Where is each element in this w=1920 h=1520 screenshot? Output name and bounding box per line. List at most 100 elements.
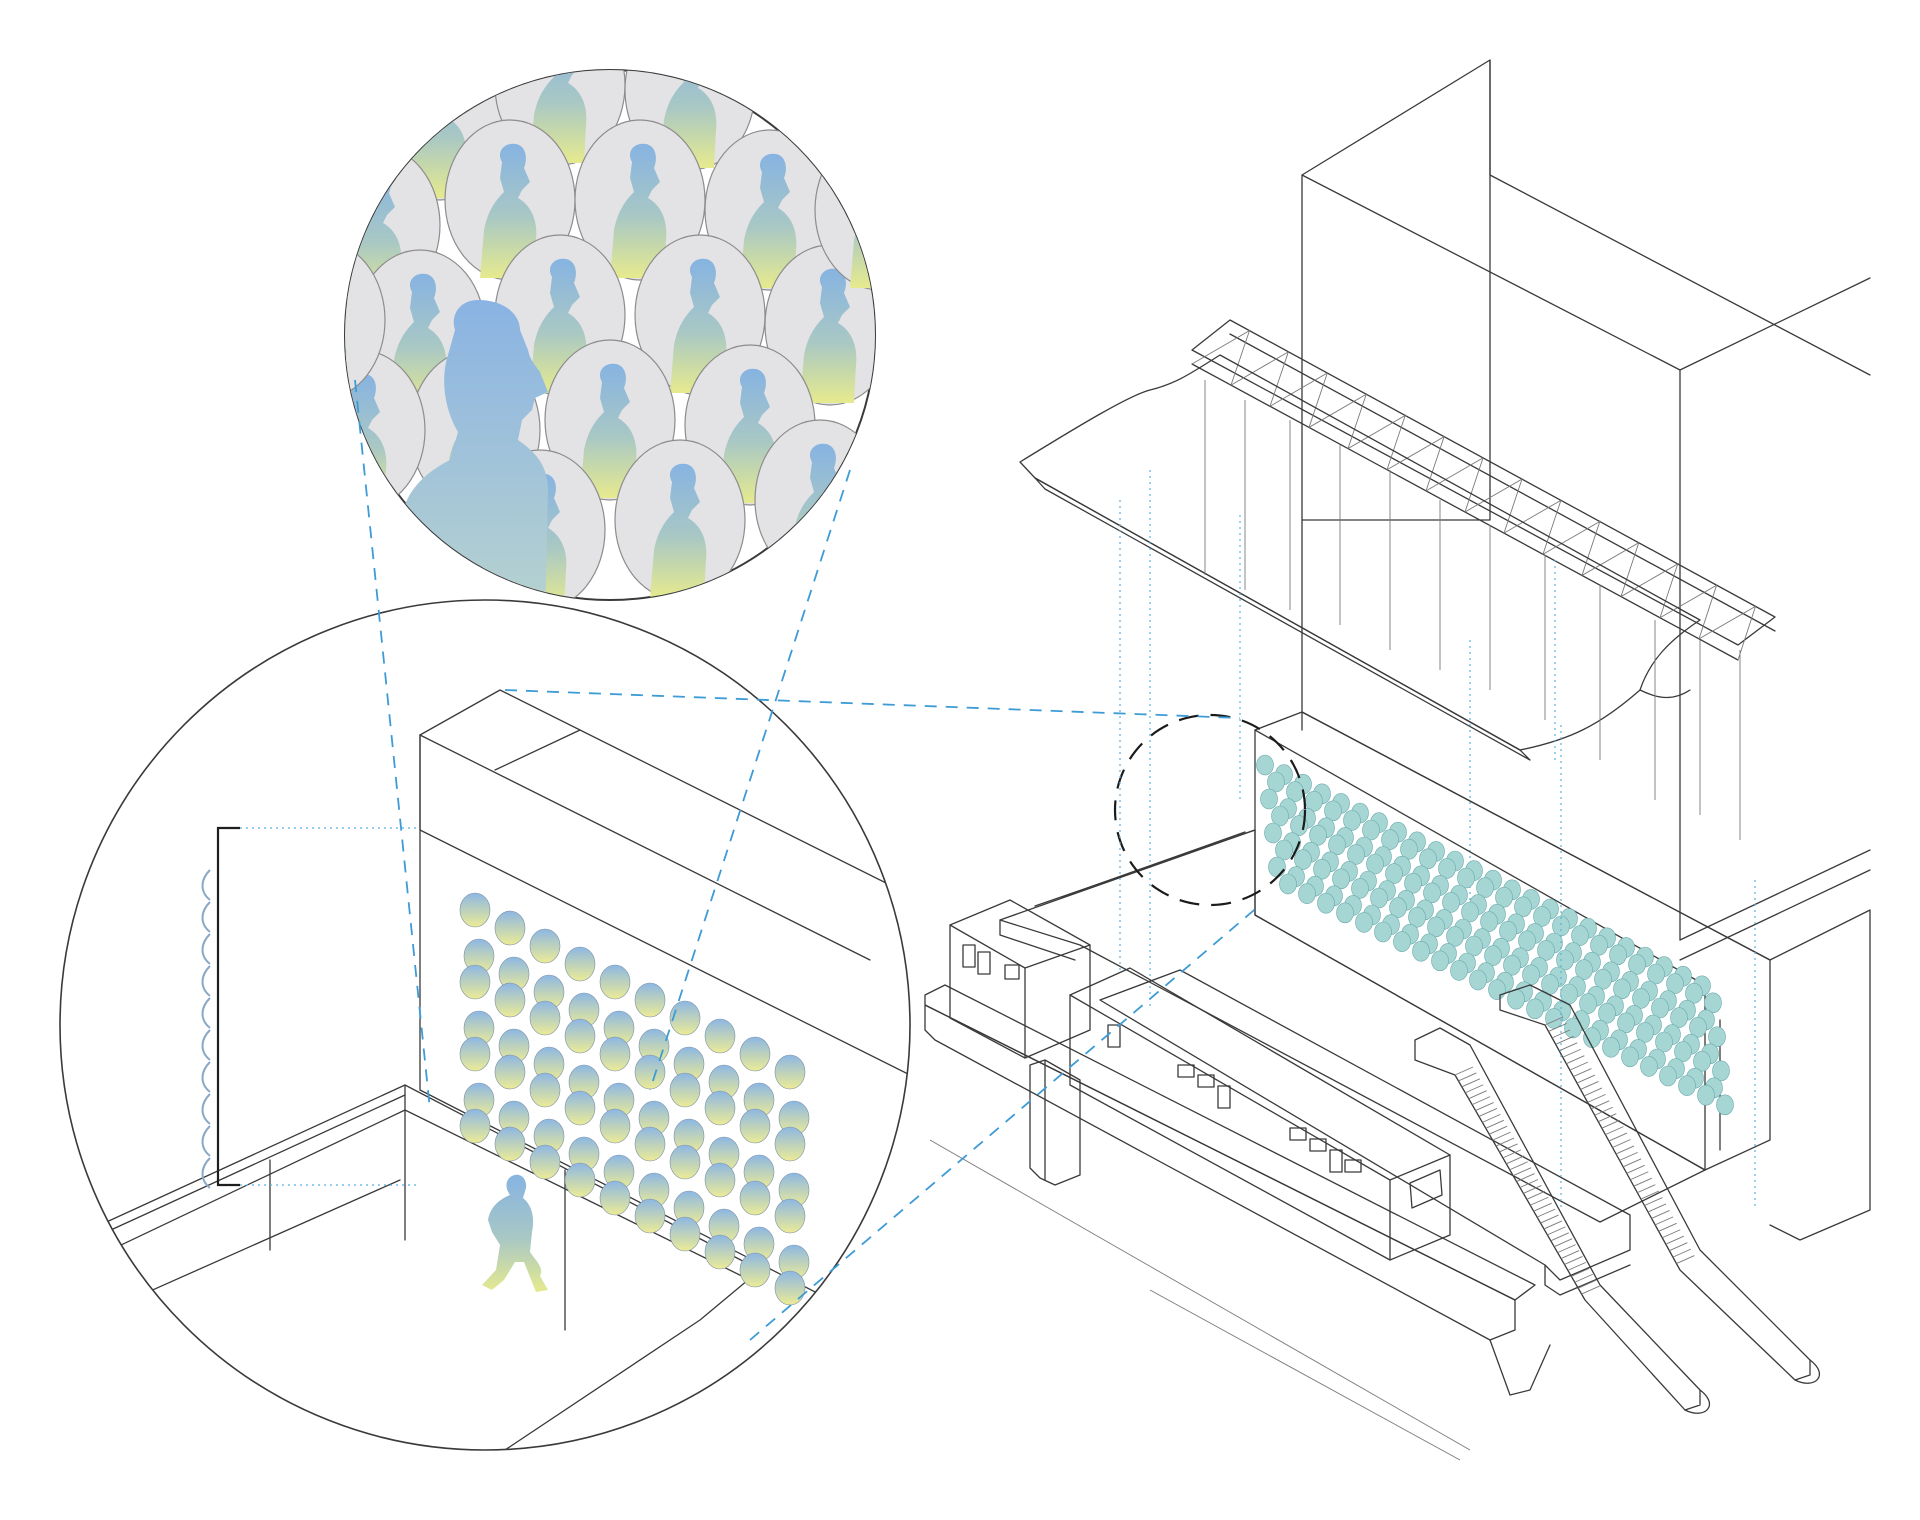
panel-disc [1602,1036,1620,1058]
escalator-step [1544,1016,1564,1026]
truss-web [1230,350,1290,407]
wall-disc [634,1054,666,1090]
panel-disc [1366,853,1384,875]
wall-disc [564,1018,596,1054]
train-window [1289,1127,1307,1141]
train-window [1309,1138,1327,1152]
disc-section-profile [201,965,211,997]
wall-disc [739,1252,771,1288]
wall-disc [494,982,526,1018]
panel-disc [1370,887,1388,909]
panel-disc [1590,934,1608,956]
panel-disc [1427,916,1445,938]
disc-wall-panel [1256,754,1734,1116]
panel-disc [1362,819,1380,841]
escalator-step [1587,1093,1606,1103]
disc-section-profile [201,1093,211,1125]
panel-disc [1343,810,1361,831]
panel-disc [1518,930,1536,952]
escalator-step [1516,1173,1535,1182]
truss-web [1581,541,1640,597]
panel-disc [1431,950,1449,972]
panel-disc [1275,839,1293,861]
escalator-step [1571,1267,1590,1277]
wall-disc [529,928,561,964]
detail-bubble-portraits [344,69,876,601]
disc-section-profile [201,933,211,965]
escalator-step [1540,1214,1559,1224]
panel-disc [1374,921,1392,943]
escalator-step [1654,1216,1674,1226]
wall-disc [564,946,596,982]
panel-disc [1488,979,1506,1000]
ground-line [1149,1289,1461,1461]
escalator-step [1676,1255,1695,1264]
disc-section-profile [201,1029,211,1061]
escalator-step [1567,1261,1587,1271]
panel-disc [1537,940,1555,961]
escalator-step [1594,1106,1613,1116]
escalator-step [1559,1042,1578,1052]
wall-disc [459,1036,491,1072]
panel-disc [1651,997,1669,1019]
disc-section-profile [201,1125,211,1157]
escalator-step [1482,1113,1501,1123]
panel-disc [1438,858,1456,879]
escalator-step [1543,1220,1563,1230]
panel-disc [1419,848,1437,870]
wall-disc [669,1072,701,1108]
portrait-disc [754,419,875,581]
panel-disc [1260,788,1278,810]
escalator-step [1583,1087,1603,1097]
panel-disc [1526,998,1544,1020]
disc-section-profile [201,997,211,1029]
truss-web [1269,372,1329,428]
panel-disc [1393,931,1411,952]
panel-disc [1324,800,1342,822]
panel-disc [1298,883,1316,904]
wall-disc [494,1126,526,1162]
wall-disc [774,1198,806,1234]
panel-disc [1332,868,1350,890]
panel-disc [1389,897,1407,918]
panel-disc [1693,1050,1711,1072]
portrait-silhouette [480,143,537,278]
escalator-step [1672,1248,1692,1258]
escalator-step [1512,1167,1532,1177]
panel-disc [1484,945,1502,966]
panel-disc [1381,829,1399,850]
escalators [1414,984,1821,1414]
panel-disc [1583,1027,1601,1048]
escalator-step [1619,1151,1638,1161]
panel-disc [1575,959,1593,980]
escalator-step [1465,1084,1484,1094]
panel-disc [1647,963,1665,985]
portrait-silhouette [345,263,347,398]
escalator-step [1492,1131,1511,1141]
escalator-step [1633,1177,1652,1187]
escalator-step [1591,1100,1610,1110]
escalator-step [1637,1184,1656,1194]
escalator-step [1622,1158,1642,1168]
escalator-step [1468,1090,1487,1100]
escalator-step [1598,1113,1617,1123]
escalator-step [1519,1179,1539,1188]
panel-disc [1450,960,1468,981]
panel-disc [1621,1046,1639,1068]
escalator-step [1576,1074,1596,1084]
escalator-step [1566,1055,1585,1065]
escalator-step [1454,1066,1474,1076]
panel-disc [1674,1041,1692,1062]
disc-section-profile [201,901,211,933]
wall-disc [599,1180,631,1216]
panel-disc [1271,805,1289,827]
wall-disc [704,1162,736,1198]
escalator-step [1485,1119,1504,1129]
panel-disc [1476,877,1494,898]
elevated-train [949,899,1451,1261]
disc-section-profile [201,869,211,901]
panel-disc [1685,982,1703,1004]
panel-disc [1264,822,1282,844]
wall-disc [634,1126,666,1162]
disc-section-profile [201,1061,211,1093]
